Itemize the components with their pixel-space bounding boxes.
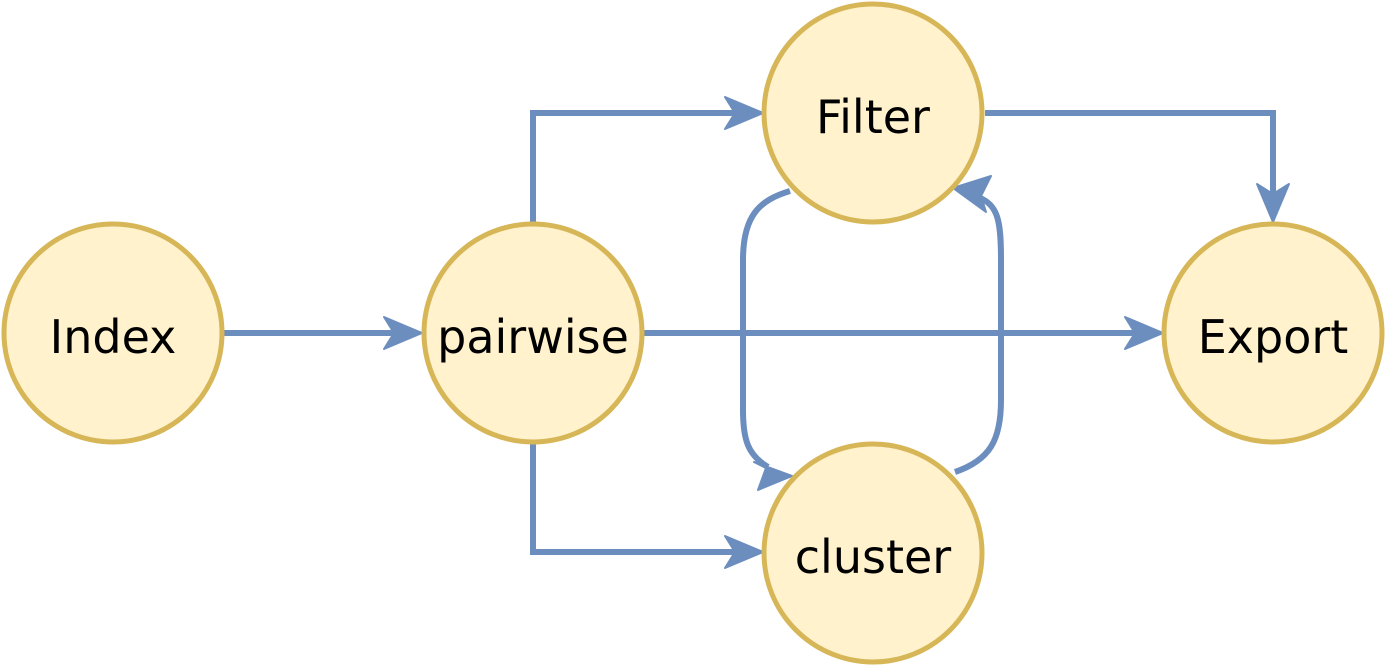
node-filter-circle (761, 1, 985, 225)
node-cluster-label: cluster (795, 530, 952, 584)
node-cluster[interactable]: cluster (761, 441, 985, 665)
arrowhead (724, 96, 764, 130)
node-pairwise-label: pairwise (437, 310, 629, 364)
node-filter[interactable]: Filter (761, 1, 985, 225)
edge-index-to-pairwise (224, 316, 423, 350)
node-index[interactable]: Index (1, 221, 225, 445)
arrowhead (724, 535, 764, 569)
edge-cluster-to-filter (952, 175, 1004, 475)
node-export-label: Export (1198, 310, 1349, 364)
node-cluster-circle (761, 441, 985, 665)
node-index-circle (1, 221, 225, 445)
arrowhead (1256, 183, 1290, 223)
arrowhead (753, 461, 793, 491)
node-index-label: Index (50, 310, 177, 364)
arrowhead (1124, 316, 1164, 350)
edge-filter-to-export (985, 110, 1290, 223)
arrowhead (952, 175, 992, 213)
node-pairwise-circle (421, 221, 645, 445)
edge-filter-to-cluster (740, 188, 793, 491)
node-export-circle (1161, 221, 1385, 445)
edge-pairwise-to-filter (530, 96, 764, 222)
edge-pairwise-to-export (644, 316, 1164, 350)
node-filter-label: Filter (816, 90, 930, 144)
node-pairwise[interactable]: pairwise (421, 221, 645, 445)
edge-pairwise-to-cluster (530, 444, 764, 569)
node-export[interactable]: Export (1161, 221, 1385, 445)
arrowhead (383, 316, 423, 350)
